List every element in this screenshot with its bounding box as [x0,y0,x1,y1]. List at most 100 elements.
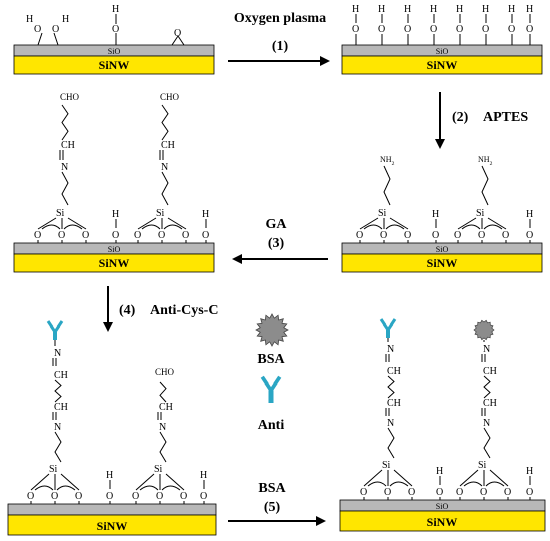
atom-cho: CHO [60,92,80,102]
atom-h: H [526,466,533,477]
bond [137,217,157,230]
atom-h: H [436,466,443,477]
atom-o: O [482,24,489,35]
atom-o: O [112,24,119,35]
bond [37,217,57,230]
step-1-label: Oxygen plasma [234,11,326,26]
bond [30,473,50,491]
alkyl-chain [387,375,395,399]
substrate-panel-6: SiO SiNW [339,499,546,532]
atom-h: H [526,209,533,220]
bond [393,469,413,487]
atom-h: H [482,4,489,15]
atom-o: O [480,487,487,498]
atom-o: O [360,487,367,498]
atom-o: O [526,24,533,35]
atom-o: O [52,24,59,35]
bond [463,481,483,487]
atom-o: O [132,491,139,502]
antibody-icon [260,375,282,403]
alkyl-chain [481,165,489,206]
atom-ch: CH [387,398,401,409]
alkyl-chain [54,379,62,403]
oxide-label: SiO [108,47,121,56]
step-1: Oxygen plasma (1) [228,11,330,66]
atom-o: O [112,230,119,241]
step-4: (4) Anti-Cys-C [103,286,218,332]
atom-n: N [483,418,490,429]
bsa-icon [255,313,289,347]
atom-h: H [432,209,439,220]
atom-si: Si [56,208,65,219]
atom-ch: CH [54,370,68,381]
atom-o: O [82,230,89,241]
bond [485,481,505,487]
bond [60,473,80,491]
bond [389,481,409,487]
atom-o: O [356,230,363,241]
alkyl-chain [61,171,69,206]
legend: BSA Anti [255,313,289,433]
atom-h: H [112,4,119,15]
atom-h: H [26,14,33,25]
bond [461,224,481,230]
atom-o: O [352,24,359,35]
atom-o: O [378,24,385,35]
atom-n: N [387,418,394,429]
bond [67,217,87,230]
step-2: (2) APTES [435,92,528,149]
wire-label: SiNW [97,519,128,533]
bond [489,469,509,487]
step-1-number: (1) [272,39,289,54]
atom-o: O [51,491,58,502]
step-4-label: Anti-Cys-C [150,303,218,318]
oxide-label: SiO [436,47,449,56]
atom-si: Si [154,464,163,475]
atom-h: H [352,4,359,15]
atom-o: O [456,24,463,35]
alkyl-chain [387,427,395,459]
bond [41,224,61,230]
atom-o: O [404,24,411,35]
atom-o: O [478,230,485,241]
alkyl-chain [383,165,391,206]
atom-o: O [27,491,34,502]
atom-si: Si [382,460,391,471]
atom-o: O [134,230,141,241]
oxide-label: SiO [436,245,449,254]
antibody-icon [379,318,397,338]
wire-label: SiNW [99,58,130,72]
atom-o: O [432,230,439,241]
substrate-panel-3: SiO SiNW [13,242,215,273]
atom-o: O [202,230,209,241]
atom-o: O [380,230,387,241]
atom-si: Si [378,208,387,219]
atom-o: O [75,491,82,502]
atom-o: O [436,487,443,498]
bond [457,217,477,230]
atom-h: H [200,470,207,481]
atom-n: N [161,162,168,173]
atom-o: O [182,230,189,241]
atom-o: O [504,487,511,498]
atom-cho: CHO [155,367,175,377]
bond [139,485,159,491]
bond [385,224,405,230]
atom-o: O [200,491,207,502]
bond [483,224,503,230]
step-3-label: GA [266,217,288,232]
atom-ch: CH [61,140,75,151]
substrate-panel-2: SiO SiNW [341,44,543,75]
atom-o: O [180,491,187,502]
atom-n: N [483,344,490,355]
antibody-icon [46,320,64,340]
alkyl-chain [159,431,167,463]
wire-label: SiNW [99,256,130,270]
atom-h: H [62,14,69,25]
atom-o: O [34,24,41,35]
atom-h: H [430,4,437,15]
alkyl-chain [483,375,491,399]
